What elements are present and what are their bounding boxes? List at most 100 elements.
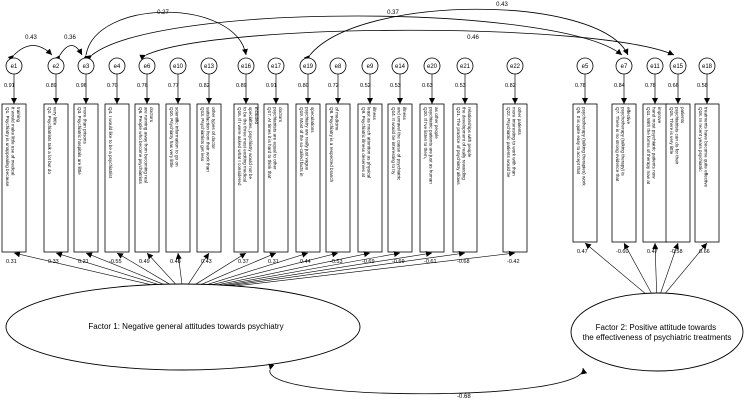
- item-text-line: hand most psychiatric patients now: [652, 107, 657, 179]
- item-box-3: [73, 103, 99, 253]
- item-box-5: [134, 103, 160, 253]
- item-text-line: patients: [680, 107, 685, 124]
- factor1-label: Factor 1: Negative general attitudes tow…: [88, 322, 283, 331]
- error-label-e15: e15: [673, 64, 684, 70]
- factor-loading-9: 0.31: [268, 259, 279, 265]
- factor-loading-20: -0.58: [670, 249, 683, 255]
- cov-label-e2-e3: 0.36: [64, 35, 76, 41]
- error-loading-e21: 0.53: [455, 83, 466, 89]
- error-label-e17: e17: [271, 64, 282, 70]
- item-text-line: psychiatry are really just vague: [305, 107, 310, 171]
- item-text-line: effective: [626, 107, 631, 124]
- item-box-10: [295, 103, 321, 253]
- item-text-line: included: [254, 107, 259, 125]
- item-text-line: doctors: [278, 107, 283, 123]
- item-box-2: [43, 103, 69, 253]
- factor-loading-17: 0.47: [577, 249, 588, 255]
- loading-path-18: [623, 242, 654, 297]
- factor-loading-11: -0.53: [330, 259, 343, 265]
- item-text-line: speculations: [310, 107, 315, 133]
- item-text-line: Q18. In recent years psychiatric: [698, 107, 703, 172]
- item-box-7: [196, 103, 222, 253]
- factor-loading-7: 0.43: [201, 259, 212, 265]
- item-box-17: [572, 103, 598, 243]
- item-text-line: Q8. Psychiatry is a respected branch: [329, 107, 334, 183]
- error-label-e2: e2: [53, 64, 60, 70]
- item-text-line: relationships with people: [467, 107, 472, 158]
- error-label-e6: e6: [144, 64, 151, 70]
- item-text-line: scientific information to go on: [175, 107, 180, 167]
- item-text-line: Q7. There is no strong evidence that: [615, 107, 620, 182]
- factor1-ellipse: [5, 283, 361, 371]
- cov-arc-e2-e3: [54, 45, 83, 62]
- factor-loading-6: 0.48: [170, 259, 181, 265]
- factor2-label-line1: Factor 2: Positive attitude towards: [596, 323, 717, 332]
- covariance-arcs: [7, 8, 675, 62]
- factor-loading-19: 0.47: [647, 249, 658, 255]
- item-text-line: very little: [53, 107, 58, 126]
- factor-loading-5: 0.49: [139, 259, 150, 265]
- item-text-line: Q20. If I've listen to them,: [423, 107, 428, 159]
- item-box-11: [325, 103, 351, 253]
- item-text-line: Q14. It would be interesting to try: [391, 107, 396, 175]
- error-loading-e9: 0.52: [360, 83, 371, 89]
- cov-label-e6-e15: 0.46: [467, 35, 479, 41]
- item-text-4: Q4. I would like to be a psychiatrist: [108, 107, 113, 179]
- error-loading-e3: 0.96: [76, 83, 87, 89]
- factor-loading-3: 0.21: [78, 259, 89, 265]
- error-label-e9: e9: [367, 64, 374, 70]
- loading-path-5: [146, 252, 179, 288]
- loading-path-21: [662, 242, 708, 297]
- error-loading-e22: 0.82: [505, 83, 516, 89]
- error-label-e5: e5: [582, 64, 589, 70]
- item-text-line: Q15. There is very little: [669, 107, 674, 155]
- item-box-9: [263, 103, 289, 253]
- error-loading-e11: 0.78: [645, 83, 656, 89]
- error-label-e7: e7: [621, 64, 628, 70]
- item-text-line: psychotherapy (talking therapies) work: [582, 107, 587, 186]
- item-text-line: psychiatrists can do for their: [675, 107, 680, 165]
- error-loading-e13: 0.82: [199, 83, 210, 89]
- loading-path-13: [208, 251, 401, 288]
- error-label-e16: e16: [241, 64, 252, 70]
- item-text-line: specialties, psychiatry would not be: [248, 107, 253, 179]
- error-loading-e14: 0.53: [390, 83, 401, 89]
- factor2-label-line2: the effectiveness of psychiatric treatme…: [583, 333, 732, 342]
- error-label-e14: e14: [395, 64, 406, 70]
- error-label-e18: e18: [702, 64, 713, 70]
- loading-path-12: [205, 251, 371, 288]
- error-loading-e10: 0.77: [168, 83, 179, 89]
- error-label-e4: e4: [114, 64, 121, 70]
- loading-path-3: [85, 252, 172, 288]
- factor-loading-2: 0.33: [48, 259, 59, 265]
- item-text-line: Q17. At times it is hard to think that: [267, 107, 272, 179]
- item-text-line: to be the three most exciting medical: [243, 107, 248, 182]
- loading-path-2: [55, 251, 168, 288]
- error-loading-e4: 0.70: [107, 83, 118, 89]
- item-text-line: Q10. Psychiatry has very little: [169, 107, 174, 168]
- item-text-line: psychiatric patients are just as human: [429, 107, 434, 184]
- item-text-14: Q20. If I've listen to them,psychiatric …: [423, 107, 439, 184]
- factor-loading-15: -0.68: [457, 259, 470, 265]
- factor-loading-8: 0.37: [238, 259, 249, 265]
- error-loading-e6: 0.76: [137, 83, 148, 89]
- item-box-14: [419, 103, 445, 253]
- error-loading-e8: 0.72: [328, 83, 339, 89]
- error-label-e21: e21: [460, 64, 471, 70]
- item-text-line: least as much attention as physical: [367, 107, 372, 178]
- error-label-e8: e8: [335, 64, 342, 70]
- loading-path-9: [194, 252, 277, 288]
- error-loading-e19: 0.80: [298, 83, 309, 89]
